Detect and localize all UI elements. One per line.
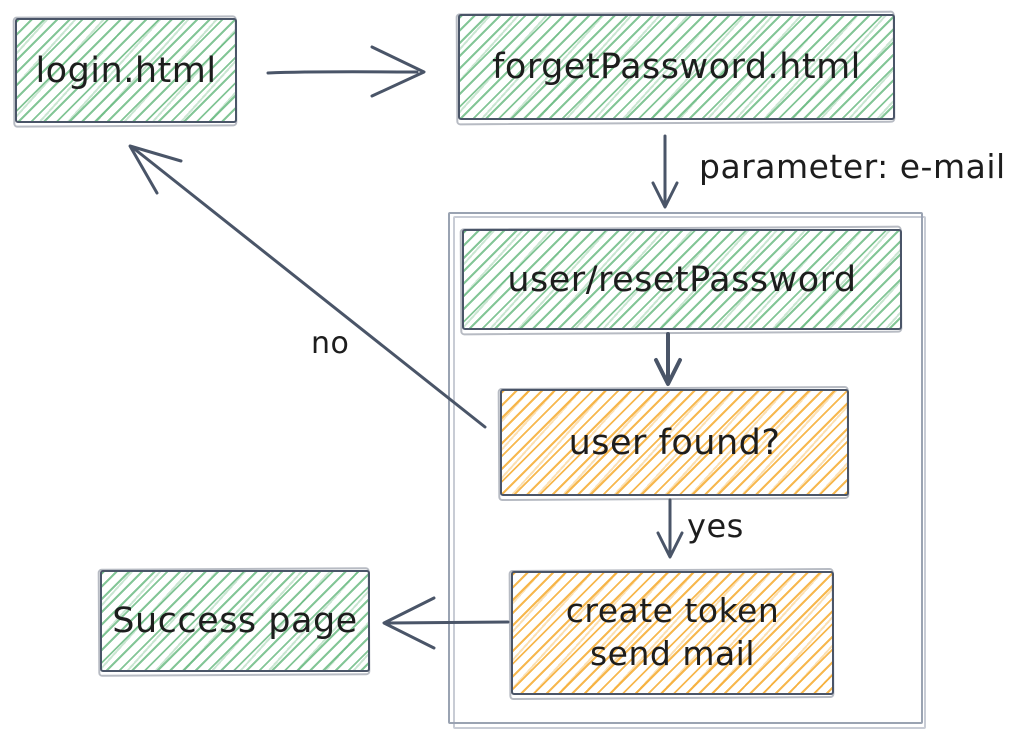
edge-label-no: no [311,326,350,361]
node-create-token-line2: send mail [589,634,756,673]
node-success-page: Success page [100,570,370,672]
node-success-page-label: Success page [112,601,358,641]
arrow-forgetpassword-to-backend [651,134,679,209]
node-user-found-label: user found? [568,422,781,463]
edge-label-yes: yes [687,507,744,545]
node-login-html: login.html [15,18,237,123]
node-login-label: login.html [35,50,217,91]
node-reset-password-endpoint: user/resetPassword [462,229,902,330]
node-create-token-line1: create token [565,591,780,631]
node-forget-password-label: forgetPassword.html [492,47,861,87]
arrow-login-to-forgetpassword [266,45,426,98]
edge-label-parameter-email: parameter: e-mail [699,147,1006,186]
node-reset-password-label: user/resetPassword [507,259,857,300]
node-user-found-decision: user found? [500,389,849,496]
node-create-token-send-mail: create token send mail [511,571,834,695]
arrow-userfound-no-to-login [128,144,487,429]
node-forget-password-html: forgetPassword.html [458,14,895,120]
